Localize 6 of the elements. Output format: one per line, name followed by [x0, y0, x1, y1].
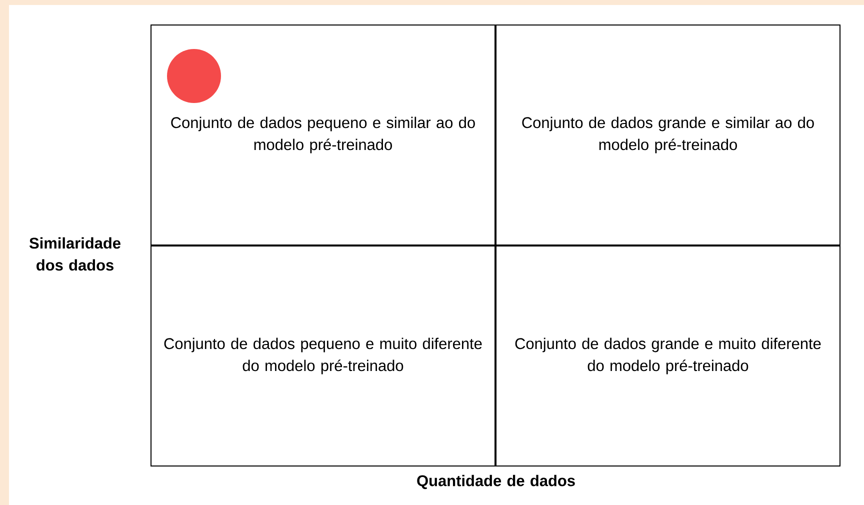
axis-label: Quantidade de dados: [417, 474, 575, 490]
quadrant-cell: Conjunto de dados grande e muito diferente do modelo pré-treinado: [496, 246, 840, 466]
quadrant-cell: Conjunto de dados grande e similar ao do modelo pré-treinado: [496, 24, 840, 246]
quadrant-cell: Conjunto de dados pequeno e similar ao do modelo pré-treinado: [150, 24, 496, 246]
axis-label: Similaridade dos dados: [29, 237, 120, 271]
quadrant-cell: Conjunto de dados pequeno e muito diferente do modelo pré-treinado: [150, 246, 496, 466]
